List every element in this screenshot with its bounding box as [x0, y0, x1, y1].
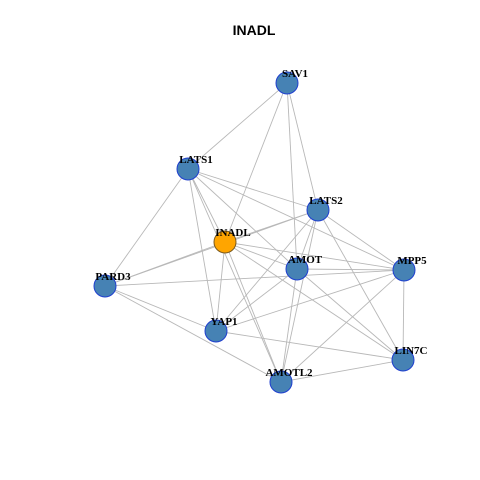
- node-label-mpp5: MPP5: [397, 255, 427, 267]
- edge-sav1-lats2: [286, 82, 319, 211]
- edge-amot-yap1: [215, 268, 298, 332]
- edge-inadl-amotl2: [224, 241, 282, 383]
- edge-sav1-lats1: [187, 82, 288, 170]
- edge-inadl-lin7c: [224, 241, 404, 361]
- diagram-title: INADL: [233, 22, 276, 38]
- edge-inadl-mpp5: [224, 241, 405, 271]
- node-label-yap1: YAP1: [210, 316, 237, 328]
- node-label-inadl: INADL: [215, 227, 250, 239]
- node-lats2: LATS2: [306, 195, 343, 222]
- edge-layer: [104, 82, 405, 383]
- edge-amotl2-lin7c: [280, 359, 404, 383]
- node-circle-amotl2: [269, 370, 293, 394]
- edge-yap1-lin7c: [215, 330, 404, 361]
- edge-pard3-yap1: [104, 285, 217, 332]
- edge-lats2-lin7c: [317, 209, 404, 361]
- node-label-lats1: LATS1: [179, 154, 212, 166]
- node-pard3: PARD3: [93, 271, 131, 298]
- edge-mpp5-lin7c: [402, 269, 405, 361]
- edge-lats2-mpp5: [317, 209, 405, 271]
- node-lats1: LATS1: [176, 154, 213, 181]
- node-circle-amot: [285, 257, 309, 281]
- edge-mpp5-amotl2: [280, 269, 405, 383]
- edge-amot-amotl2: [280, 268, 298, 383]
- edge-mpp5-pard3: [104, 269, 405, 287]
- node-amot: AMOT: [285, 254, 323, 281]
- node-circle-pard3: [93, 274, 117, 298]
- node-label-lats2: LATS2: [309, 195, 343, 207]
- node-mpp5: MPP5: [392, 255, 427, 282]
- node-circle-inadl: [213, 230, 237, 254]
- edge-amot-mpp5: [296, 268, 405, 271]
- edge-lats1-inadl: [187, 168, 226, 243]
- edge-lats1-amotl2: [187, 168, 282, 383]
- node-yap1: YAP1: [204, 316, 238, 343]
- node-circle-lats1: [176, 157, 200, 181]
- node-sav1: SAV1: [275, 68, 308, 95]
- edge-pard3-amotl2: [104, 285, 282, 383]
- edge-lats1-lats2: [187, 168, 319, 211]
- node-circle-sav1: [275, 71, 299, 95]
- edge-lats1-pard3: [104, 168, 189, 287]
- edge-sav1-inadl: [224, 82, 288, 243]
- edge-lats2-amotl2: [280, 209, 319, 383]
- node-circle-yap1: [204, 319, 228, 343]
- edge-inadl-amot: [224, 241, 298, 270]
- node-circle-lats2: [306, 198, 330, 222]
- node-amotl2: AMOTL2: [265, 367, 313, 394]
- node-label-amotl2: AMOTL2: [265, 367, 313, 379]
- node-circle-mpp5: [392, 258, 416, 282]
- node-label-sav1: SAV1: [282, 68, 308, 80]
- edge-lats1-mpp5: [187, 168, 405, 271]
- node-label-pard3: PARD3: [95, 271, 131, 283]
- edge-sav1-amot: [286, 82, 298, 270]
- edge-amot-lin7c: [296, 268, 404, 361]
- edge-lats2-yap1: [215, 209, 319, 332]
- node-lin7c: LIN7C: [391, 345, 428, 372]
- node-label-amot: AMOT: [288, 254, 323, 266]
- node-label-lin7c: LIN7C: [394, 345, 427, 357]
- node-circle-lin7c: [391, 348, 415, 372]
- edge-lats1-amot: [187, 168, 298, 270]
- node-inadl: INADL: [213, 227, 251, 254]
- edge-mpp5-yap1: [215, 269, 405, 332]
- edge-inadl-pard3: [104, 241, 226, 287]
- edge-inadl-yap1: [215, 241, 226, 332]
